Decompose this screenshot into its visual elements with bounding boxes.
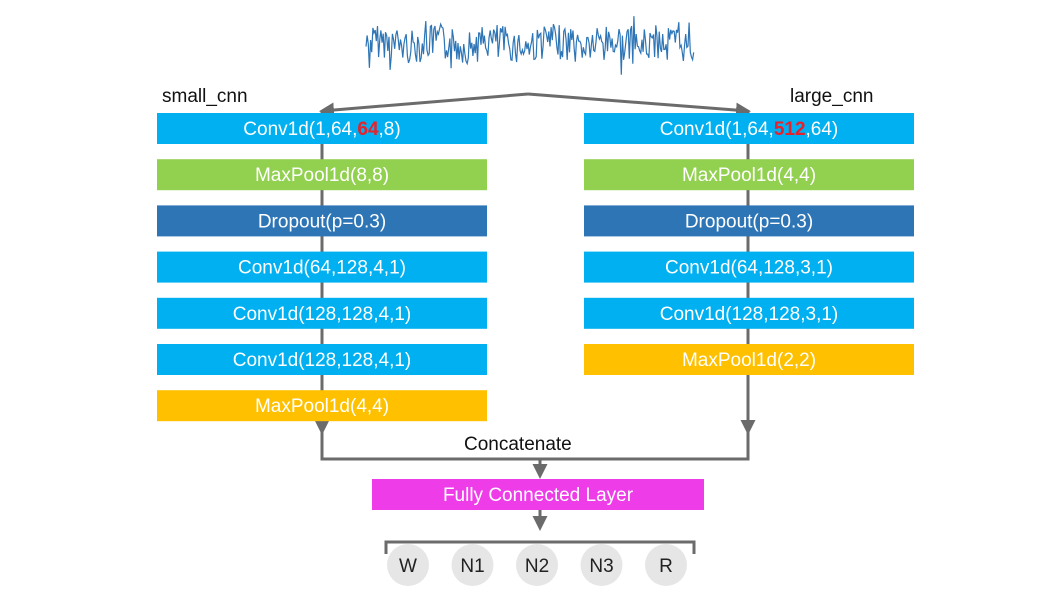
class-label: N1 [460,556,484,577]
class-circle [516,544,558,586]
kernel-size-highlight: 512 [774,119,806,140]
large-cnn-label: large_cnn [790,86,873,107]
small-cnn-layer-7: MaxPool1d(4,4) [157,390,487,422]
small-cnn-layer-label: Conv1d(1,64,64,8) [243,119,400,140]
small-cnn-layer-3: Dropout(p=0.3) [157,205,487,237]
small-cnn-layer-2: MaxPool1d(8,8) [157,159,487,191]
small-cnn-layer-label: Conv1d(128,128,4,1) [233,350,412,371]
class-circle [580,544,623,586]
concatenate-label: Concatenate [464,434,572,455]
large-cnn-layer-label: Conv1d(64,128,3,1) [665,258,833,279]
arrow-to-small-cnn [319,92,529,118]
class-label: R [659,556,673,577]
arrow-to-large-cnn [527,92,751,118]
small-cnn-layer-box [157,205,487,237]
concatenate-bracket [320,432,750,461]
class-bracket [384,540,696,554]
class-label: W [399,556,417,577]
large-cnn-layer-box [584,297,914,329]
fc-label: Fully Connected Layer [443,485,634,506]
kernel-size-highlight: 64 [357,119,379,140]
large-cnn-layer-stack: Conv1d(1,64,512,64) MaxPool1d(4,4) Dropout… [584,113,914,375]
small-cnn-layer-label: MaxPool1d(8,8) [255,165,389,186]
class-node-n1: N1 [451,544,494,586]
class-node-n3: N3 [580,544,623,586]
small-cnn-layer-label: Conv1d(128,128,4,1) [233,304,412,325]
small-cnn-layer-box [157,159,487,191]
large-cnn-layer-6: MaxPool1d(2,2) [584,344,914,375]
small-cnn-layer-label: Dropout(p=0.3) [258,211,386,232]
class-label: N2 [525,556,549,577]
small-cnn-layer-box [157,390,487,422]
large-cnn-layer-label: Conv1d(1,64,512,64) [660,119,839,140]
small-cnn-layer-box [157,113,487,144]
class-label: N3 [589,556,613,577]
class-circle [451,544,494,586]
fully-connected-layer: Fully Connected Layer [372,479,704,510]
large-cnn-layer-box [584,344,914,375]
large-cnn-layer-1: Conv1d(1,64,512,64) [584,113,914,144]
large-cnn-layer-label: MaxPool1d(4,4) [682,165,816,186]
input-signal-waveform [365,16,695,75]
large-cnn-layer-5: Conv1d(128,128,3,1) [584,297,914,329]
large-cnn-layer-3: Dropout(p=0.3) [584,205,914,237]
small-cnn-layer-label: Conv1d(64,128,4,1) [238,258,406,279]
class-node-r: R [645,544,687,586]
large-cnn-layer-2: MaxPool1d(4,4) [584,159,914,191]
small-cnn-layer-label: MaxPool1d(4,4) [255,396,389,417]
class-node-n2: N2 [516,544,558,586]
large-cnn-layer-box [584,251,914,283]
large-cnn-layer-box [584,159,914,191]
large-cnn-layer-4: Conv1d(64,128,3,1) [584,251,914,283]
small-cnn-layer-4: Conv1d(64,128,4,1) [157,251,487,283]
large-cnn-layer-label: Dropout(p=0.3) [685,211,813,232]
large-cnn-layer-label: Conv1d(128,128,3,1) [660,304,839,325]
class-node-w: W [387,544,429,586]
small-cnn-layer-box [157,297,487,329]
class-circle [645,544,687,586]
small-cnn-layer-box [157,344,487,375]
small-cnn-layer-1: Conv1d(1,64,64,8) [157,113,487,144]
large-cnn-layer-box [584,205,914,237]
small-cnn-layer-stack: Conv1d(1,64,64,8) MaxPool1d(8,8) Dropout(p… [157,113,487,422]
large-cnn-layer-label: MaxPool1d(2,2) [682,350,816,371]
sleep-stage-classes: W N1 N2 N3 R [387,544,687,586]
class-circle [387,544,429,586]
small-cnn-label: small_cnn [162,86,248,107]
small-cnn-layer-5: Conv1d(128,128,4,1) [157,297,487,329]
large-cnn-layer-box [584,113,914,144]
small-cnn-layer-box [157,251,487,283]
small-cnn-layer-6: Conv1d(128,128,4,1) [157,344,487,375]
